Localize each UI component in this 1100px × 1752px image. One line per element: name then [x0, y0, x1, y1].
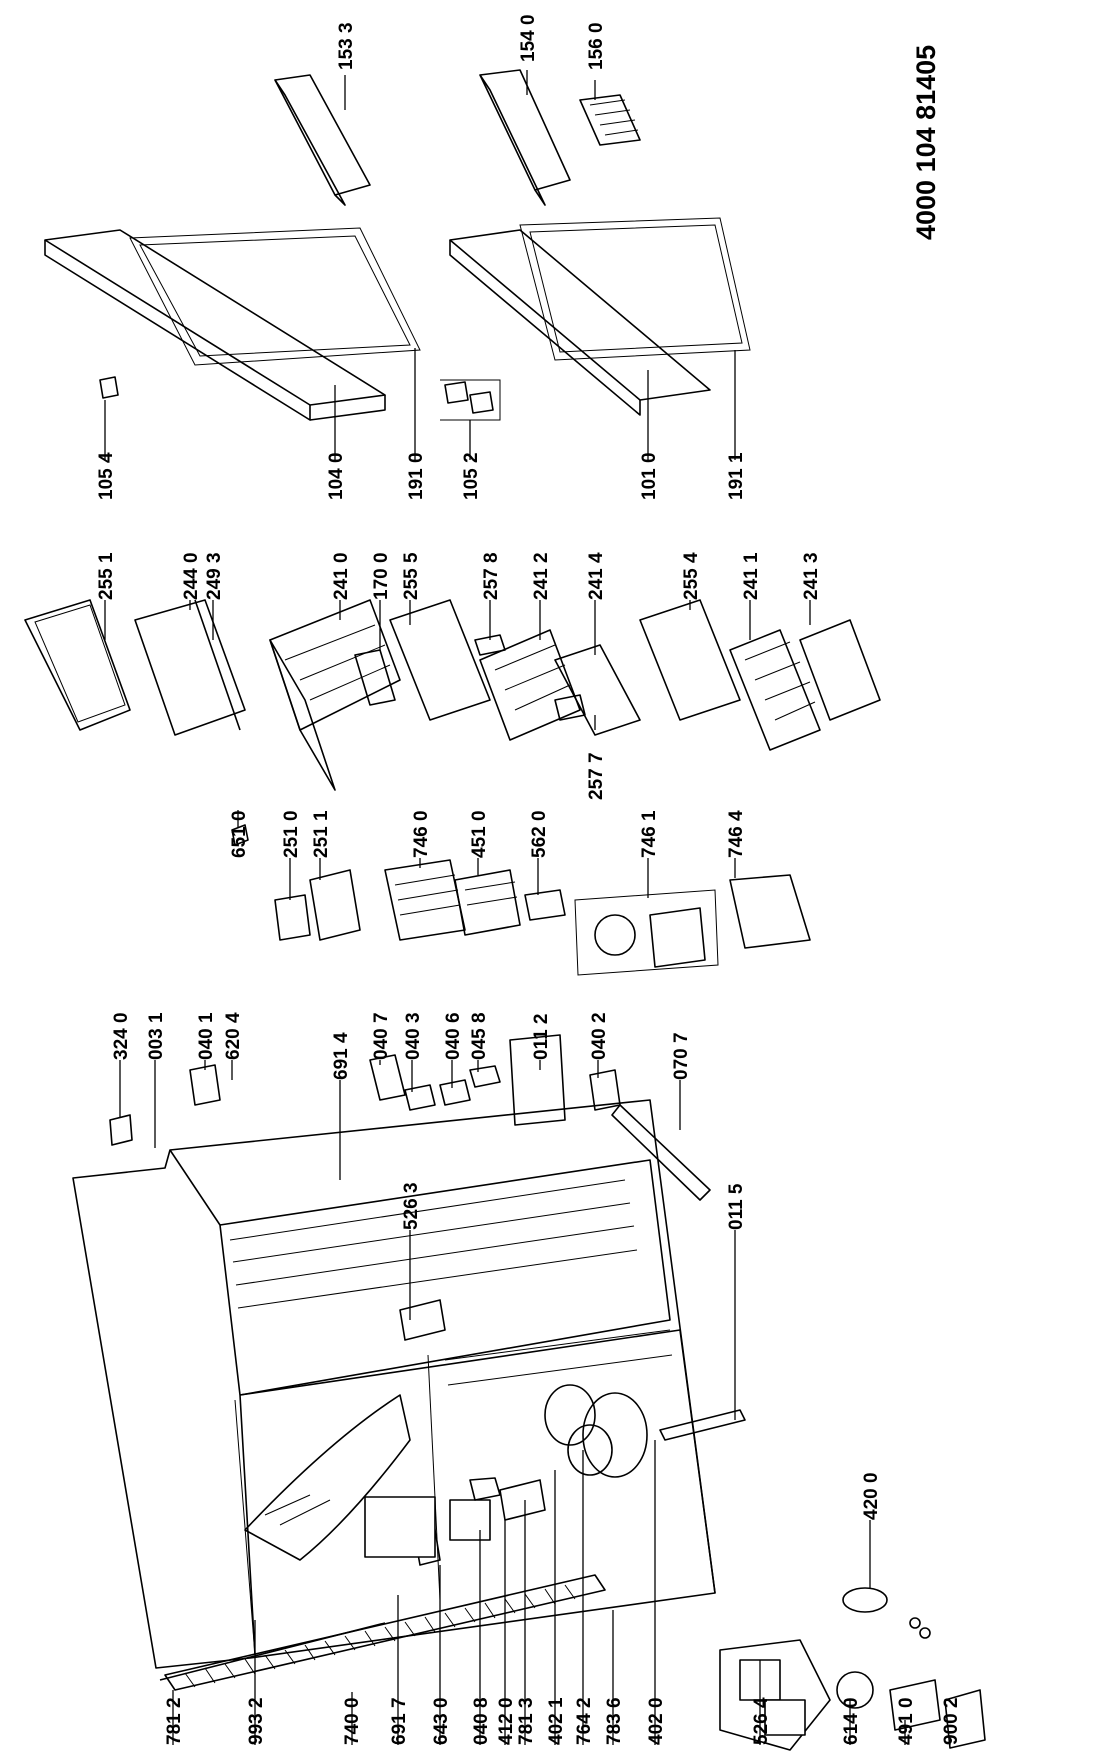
- label-257-7: 257 7: [586, 752, 607, 800]
- label-783-6: 783 6: [604, 1697, 625, 1745]
- label-011-2: 011 2: [531, 1014, 552, 1061]
- label-154-0: 154 0: [518, 14, 539, 62]
- label-255-4: 255 4: [681, 552, 702, 600]
- label-251-1: 251 1: [311, 810, 332, 858]
- label-562-0: 562 0: [529, 810, 550, 858]
- label-412-0: 412 0: [496, 1697, 517, 1745]
- label-526-3: 526 3: [401, 1182, 422, 1230]
- label-255-5: 255 5: [401, 552, 422, 600]
- label-241-1: 241 1: [741, 552, 762, 600]
- label-156-0: 156 0: [586, 22, 607, 70]
- label-746-1: 746 1: [639, 810, 660, 858]
- label-040-3: 040 3: [403, 1012, 424, 1060]
- label-241-2: 241 2: [531, 552, 552, 600]
- leader-lines: [104, 70, 951, 1745]
- label-402-1: 402 1: [546, 1697, 567, 1745]
- label-040-1: 040 1: [196, 1012, 217, 1060]
- shelves-drawers-drawing: [24, 599, 881, 791]
- label-691-4: 691 4: [331, 1032, 352, 1080]
- label-241-3: 241 3: [801, 552, 822, 600]
- label-040-8: 040 8: [471, 1697, 492, 1745]
- label-526-4: 526 4: [751, 1697, 772, 1745]
- label-900-2: 900 2: [941, 1697, 962, 1745]
- label-324-0: 324 0: [111, 1012, 132, 1060]
- label-764-2: 764 2: [574, 1697, 595, 1745]
- label-781-2: 781 2: [164, 1697, 185, 1745]
- label-040-7: 040 7: [371, 1012, 392, 1060]
- label-241-4: 241 4: [586, 552, 607, 600]
- label-105-2: 105 2: [461, 452, 482, 500]
- label-491-0: 491 0: [896, 1697, 917, 1745]
- document-code: 4000 104 81405: [911, 45, 941, 240]
- label-451-0: 451 0: [469, 810, 490, 858]
- label-101-0: 101 0: [639, 452, 660, 500]
- label-691-7: 691 7: [389, 1697, 410, 1745]
- part-labels: 781 2 993 2 740 0 691 7 643 0 040 8 412 …: [96, 14, 962, 1745]
- label-614-0: 614 0: [841, 1697, 862, 1745]
- label-045-8: 045 8: [469, 1012, 490, 1060]
- label-003-1: 003 1: [146, 1012, 167, 1060]
- label-249-3: 249 3: [204, 552, 225, 600]
- label-170-0: 170 0: [371, 552, 392, 600]
- cabinet-drawing: [72, 1034, 931, 1691]
- label-105-4: 105 4: [96, 452, 117, 500]
- label-011-5: 011 5: [726, 1183, 747, 1230]
- label-740-0: 740 0: [342, 1697, 363, 1745]
- label-255-1: 255 1: [96, 552, 117, 600]
- label-257-8: 257 8: [481, 552, 502, 600]
- label-420-0: 420 0: [861, 1472, 882, 1520]
- label-781-3: 781 3: [516, 1697, 537, 1745]
- label-643-0: 643 0: [431, 1697, 452, 1745]
- label-651-0: 651 0: [229, 810, 250, 858]
- doors-drawing: [44, 69, 751, 421]
- label-251-0: 251 0: [281, 810, 302, 858]
- label-746-0: 746 0: [411, 810, 432, 858]
- label-191-0: 191 0: [406, 452, 427, 500]
- label-191-1: 191 1: [726, 452, 747, 500]
- label-620-4: 620 4: [223, 1012, 244, 1060]
- label-241-0: 241 0: [331, 552, 352, 600]
- evaporator-parts-drawing: [231, 824, 811, 976]
- label-040-6: 040 6: [443, 1012, 464, 1060]
- label-244-0: 244 0: [181, 552, 202, 600]
- label-070-7: 070 7: [671, 1032, 692, 1080]
- label-104-0: 104 0: [326, 452, 347, 500]
- label-402-0: 402 0: [646, 1697, 667, 1745]
- label-746-4: 746 4: [726, 810, 747, 858]
- label-993-2: 993 2: [246, 1697, 267, 1745]
- label-040-2: 040 2: [589, 1012, 610, 1060]
- label-153-3: 153 3: [336, 22, 357, 70]
